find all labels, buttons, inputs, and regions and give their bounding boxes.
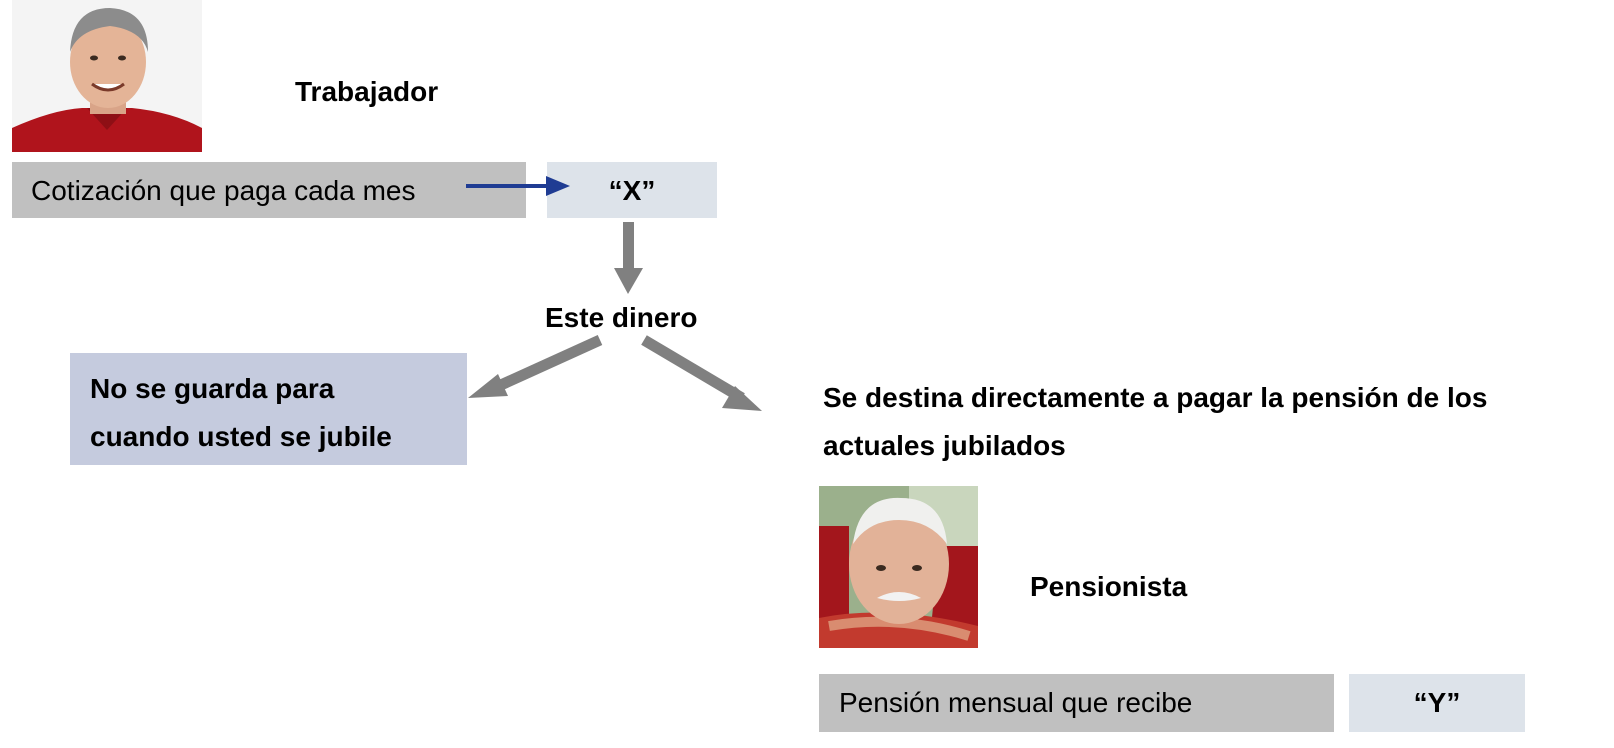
destination-line2: actuales jubilados bbox=[823, 430, 1066, 461]
contribution-box: Cotización que paga cada mes bbox=[12, 162, 526, 218]
worker-label: Trabajador bbox=[295, 76, 439, 107]
down-arrow-icon bbox=[614, 222, 643, 294]
not-saved-line1: No se guarda para bbox=[90, 373, 335, 404]
pensioner-photo bbox=[819, 486, 978, 648]
left-diagonal-arrow-icon bbox=[468, 334, 603, 398]
pension-box: Pensión mensual que recibe bbox=[819, 674, 1334, 732]
money-label: Este dinero bbox=[545, 302, 698, 333]
destination-line1: Se destina directamente a pagar la pensi… bbox=[823, 382, 1488, 413]
contribution-label: Cotización que paga cada mes bbox=[31, 175, 416, 206]
blue-arrow-icon bbox=[466, 176, 570, 196]
not-saved-box: No se guarda para cuando usted se jubile bbox=[70, 353, 467, 465]
contribution-value: “X” bbox=[608, 175, 656, 206]
worker-photo bbox=[12, 0, 202, 152]
contribution-value-box: “X” bbox=[547, 162, 717, 218]
pension-value-box: “Y” bbox=[1349, 674, 1525, 732]
not-saved-line2: cuando usted se jubile bbox=[90, 421, 392, 452]
pensioner-label: Pensionista bbox=[1030, 571, 1188, 602]
pension-label: Pensión mensual que recibe bbox=[839, 687, 1193, 718]
pension-value: “Y” bbox=[1413, 687, 1461, 718]
right-diagonal-arrow-icon bbox=[641, 335, 762, 411]
